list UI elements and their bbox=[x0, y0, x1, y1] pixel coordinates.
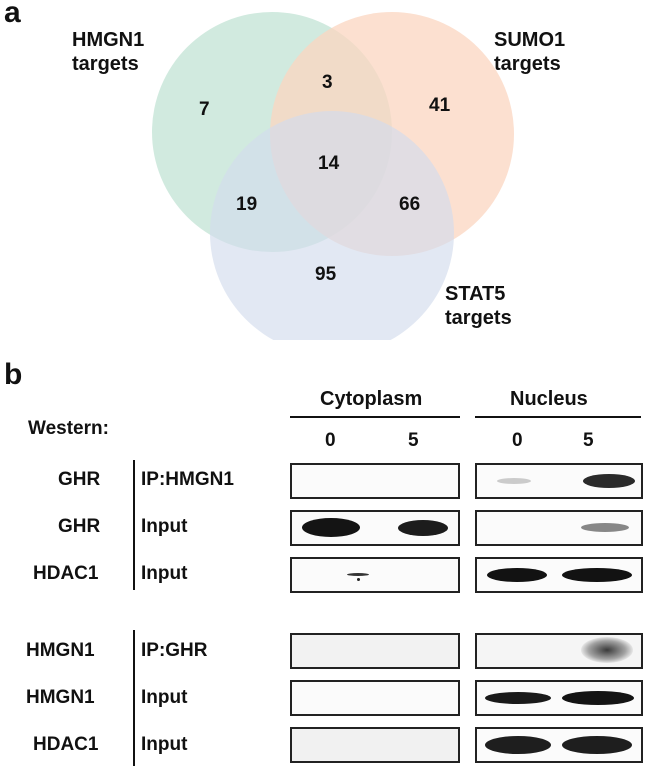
row1-protein: GHR bbox=[58, 469, 101, 490]
label-sumo1-targets: SUMO1 targets bbox=[494, 29, 566, 75]
blot-hmgn1-input-cytoplasm bbox=[290, 680, 460, 716]
blot-hdac1-input-nucleus bbox=[475, 557, 643, 593]
lane-label-nuc-0: 0 bbox=[512, 430, 523, 451]
row4-assay: IP:GHR bbox=[141, 640, 208, 661]
panel-a-letter: a bbox=[4, 0, 21, 29]
row6-assay: Input bbox=[141, 734, 188, 755]
band bbox=[497, 478, 531, 484]
blot-hmgn1-ip-cytoplasm bbox=[290, 633, 460, 669]
band bbox=[302, 518, 360, 537]
count-hmgn1-stat5: 19 bbox=[236, 194, 258, 215]
blot-hdac1-input-cytoplasm bbox=[290, 557, 460, 593]
blot-hdac1-input2-nucleus bbox=[475, 727, 643, 763]
count-hmgn1-only: 7 bbox=[199, 99, 210, 120]
band bbox=[485, 736, 551, 754]
band bbox=[581, 637, 633, 663]
blot-ghr-ip-nucleus bbox=[475, 463, 643, 499]
count-hmgn1-sumo1: 3 bbox=[322, 72, 333, 93]
row5-protein: HMGN1 bbox=[26, 687, 95, 708]
blot-hdac1-input2-cytoplasm bbox=[290, 727, 460, 763]
band bbox=[485, 692, 551, 704]
count-stat5-only: 95 bbox=[315, 264, 337, 285]
blot-ghr-input-cytoplasm bbox=[290, 510, 460, 546]
row3-assay: Input bbox=[141, 563, 188, 584]
venn-circle-stat5 bbox=[210, 111, 454, 340]
row2-assay: Input bbox=[141, 516, 188, 537]
band bbox=[583, 474, 635, 488]
band bbox=[562, 568, 632, 582]
band bbox=[487, 568, 547, 582]
row3-protein: HDAC1 bbox=[33, 563, 99, 584]
band bbox=[398, 520, 448, 536]
band bbox=[581, 523, 629, 532]
label-stat5-targets: STAT5 targets bbox=[445, 283, 512, 329]
header-nucleus: Nucleus bbox=[510, 388, 588, 410]
blot-ghr-ip-cytoplasm bbox=[290, 463, 460, 499]
band bbox=[562, 691, 634, 705]
rule-cytoplasm bbox=[290, 416, 460, 418]
venn-diagram bbox=[152, 12, 514, 340]
lane-label-cyto-0: 0 bbox=[325, 430, 336, 451]
lane-label-nuc-5: 5 bbox=[583, 430, 594, 451]
panel-b-letter: b bbox=[4, 358, 23, 391]
band bbox=[347, 573, 369, 576]
band bbox=[562, 736, 632, 754]
row-separator-bottom bbox=[133, 630, 135, 766]
rule-nucleus bbox=[475, 416, 641, 418]
blot-hmgn1-input-nucleus bbox=[475, 680, 643, 716]
lane-label-cyto-5: 5 bbox=[408, 430, 419, 451]
header-cytoplasm: Cytoplasm bbox=[320, 388, 423, 410]
row4-protein: HMGN1 bbox=[26, 640, 95, 661]
label-hmgn1-targets: HMGN1 targets bbox=[72, 29, 145, 75]
row5-assay: Input bbox=[141, 687, 188, 708]
count-sumo1-only: 41 bbox=[429, 95, 451, 116]
row2-protein: GHR bbox=[58, 516, 101, 537]
blot-ghr-input-nucleus bbox=[475, 510, 643, 546]
blot-hmgn1-ip-nucleus bbox=[475, 633, 643, 669]
western-label: Western: bbox=[28, 418, 109, 439]
count-sumo1-stat5: 66 bbox=[399, 194, 421, 215]
count-all-three: 14 bbox=[318, 153, 340, 174]
row-separator-top bbox=[133, 460, 135, 590]
row6-protein: HDAC1 bbox=[33, 734, 99, 755]
row1-assay: IP:HMGN1 bbox=[141, 469, 234, 490]
band bbox=[357, 578, 360, 581]
